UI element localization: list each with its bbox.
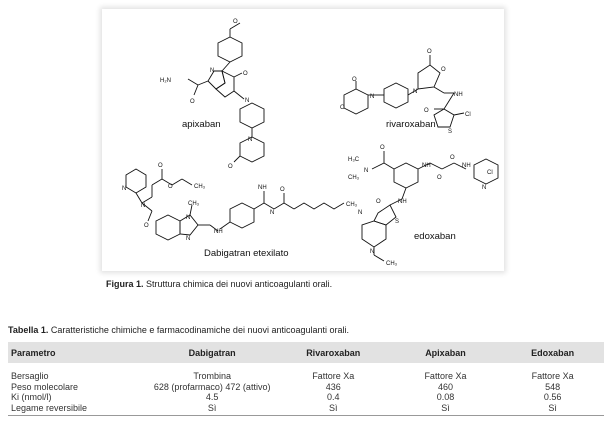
table-cell: 460 bbox=[437, 381, 453, 392]
atom-me: CH₃ bbox=[386, 261, 398, 267]
atom-n: N bbox=[370, 94, 374, 100]
atom-n: N bbox=[245, 98, 249, 104]
edoxaban-structure: O N H₃C CH₃ NH O O NH N Cl NH O S N N CH… bbox=[348, 145, 499, 267]
atom-o: O bbox=[158, 163, 163, 169]
atom-ch3: CH₃ bbox=[346, 202, 358, 208]
dabigatran-structure: N N O O CH₃ O CH₃ N N NH NH N O CH₃ bbox=[122, 163, 358, 242]
table-row: Ki (nmol/l) 4.5 0.4 0.08 0.56 bbox=[8, 392, 604, 403]
data-table: Parametro Dabigatran Rivaroxaban Apixaba… bbox=[8, 342, 604, 416]
table-caption-text: Caratteristiche chimiche e farmacodinami… bbox=[48, 325, 350, 335]
atom-cl: Cl bbox=[487, 170, 493, 176]
table-header-row: Parametro Dabigatran Rivaroxaban Apixaba… bbox=[8, 342, 604, 363]
atom-nh: NH bbox=[422, 163, 431, 169]
atom-o: O bbox=[376, 199, 381, 205]
table-cell: 0.08 bbox=[436, 392, 455, 402]
table-cell: Trombina bbox=[193, 371, 232, 381]
table-row: Peso molecolare 628 (profarmaco) 472 (at… bbox=[8, 382, 604, 393]
atom-o: O bbox=[190, 99, 195, 105]
atom-o: O bbox=[144, 223, 149, 229]
atom-nh: NH bbox=[398, 199, 407, 205]
table-cell: 0.4 bbox=[326, 392, 340, 402]
atom-ch3: CH₃ bbox=[194, 184, 206, 190]
table-cell: Peso molecolare bbox=[11, 381, 79, 392]
table-caption-label: Tabella 1. bbox=[8, 325, 49, 335]
figure-panel: O N O H₂N O N N O O O N N bbox=[102, 9, 504, 271]
atom-s: S bbox=[395, 219, 399, 225]
table-cell: Sì bbox=[389, 402, 502, 416]
table-cell: Legame reversibile bbox=[8, 402, 148, 416]
table-cell: 628 (profarmaco) 472 (attivo) bbox=[153, 381, 271, 392]
table-row: Bersaglio Trombina Fattore Xa Fattore Xa… bbox=[8, 371, 604, 382]
table-cell: Ki (nmol/l) bbox=[11, 392, 52, 402]
atom-n: N bbox=[141, 203, 145, 209]
atom-n: N bbox=[248, 137, 252, 143]
table-spacer bbox=[8, 363, 604, 371]
apixaban-structure: O N O H₂N O N N O bbox=[160, 19, 265, 170]
atom-nh: NH bbox=[214, 229, 223, 235]
chemical-structures: O N O H₂N O N N O O O N N bbox=[122, 19, 499, 267]
atom-o: O bbox=[437, 175, 442, 181]
table-cell: 436 bbox=[325, 381, 341, 392]
rivaroxaban-structure: O O N N O O NH O S Cl bbox=[340, 49, 471, 135]
atom-n: N bbox=[364, 168, 368, 174]
atom-n: N bbox=[210, 68, 214, 74]
table-cell: Sì bbox=[501, 402, 604, 416]
table-cell: 548 bbox=[545, 381, 561, 392]
table-cell: 4.5 bbox=[205, 392, 219, 402]
header-rivaroxaban: Rivaroxaban bbox=[306, 347, 361, 358]
atom-h2n: H₂N bbox=[160, 78, 171, 84]
atom-n: N bbox=[270, 210, 274, 216]
figure-caption: Figura 1. Struttura chimica dei nuovi an… bbox=[106, 279, 332, 289]
table-cell: 0.56 bbox=[543, 392, 562, 402]
atom-nh: NH bbox=[462, 163, 471, 169]
drug-name-dabigatran: Dabigatran etexilato bbox=[204, 248, 289, 259]
atom-nh2: NH bbox=[258, 185, 267, 191]
atom-n: N bbox=[370, 249, 374, 255]
header-dabigatran: Dabigatran bbox=[188, 347, 236, 358]
table-caption: Tabella 1. Caratteristiche chimiche e fa… bbox=[8, 325, 349, 335]
atom-o: O bbox=[340, 105, 345, 111]
atom-ch3: CH₃ bbox=[348, 175, 360, 181]
atom-o: O bbox=[380, 145, 385, 151]
drug-name-apixaban: apixaban bbox=[182, 119, 221, 130]
atom-ch3: CH₃ bbox=[188, 201, 200, 207]
atom-o: O bbox=[280, 187, 285, 193]
atom-o: O bbox=[352, 77, 357, 83]
drug-name-rivaroxaban: rivaroxaban bbox=[386, 119, 436, 130]
atom-n: N bbox=[186, 236, 190, 242]
atom-o: O bbox=[233, 19, 238, 25]
table-cell: Sì bbox=[276, 402, 390, 416]
atom-n: N bbox=[413, 89, 417, 95]
table-cell: Sì bbox=[147, 402, 277, 416]
header-apixaban: Apixaban bbox=[425, 347, 466, 358]
table-cell: Fattore Xa bbox=[424, 371, 467, 381]
atom-n: N bbox=[358, 210, 362, 216]
atom-h3c: H₃C bbox=[348, 157, 360, 163]
atom-o: O bbox=[243, 71, 248, 77]
table-cell: Fattore Xa bbox=[531, 371, 574, 381]
atom-o: O bbox=[424, 108, 429, 114]
atom-o: O bbox=[168, 184, 173, 190]
atom-s: S bbox=[448, 129, 452, 135]
atom-nh: NH bbox=[454, 92, 463, 98]
drug-name-edoxaban: edoxaban bbox=[414, 231, 456, 242]
figure-caption-label: Figura 1. bbox=[106, 279, 144, 289]
atom-cl: Cl bbox=[465, 112, 471, 118]
atom-n: N bbox=[186, 215, 190, 221]
table-cell: Fattore Xa bbox=[312, 371, 355, 381]
table-cell: Bersaglio bbox=[11, 371, 49, 381]
header-parametro: Parametro bbox=[11, 347, 56, 358]
atom-n: N bbox=[482, 185, 486, 191]
header-edoxaban: Edoxaban bbox=[531, 347, 575, 358]
atom-o: O bbox=[427, 49, 432, 55]
atom-o: O bbox=[441, 67, 446, 73]
table-row: Legame reversibile Sì Sì Sì Sì bbox=[8, 402, 604, 416]
figure-caption-text: Struttura chimica dei nuovi anticoagulan… bbox=[143, 279, 333, 289]
atom-o: O bbox=[450, 155, 455, 161]
atom-o: O bbox=[228, 164, 233, 170]
atom-n: N bbox=[122, 186, 126, 192]
